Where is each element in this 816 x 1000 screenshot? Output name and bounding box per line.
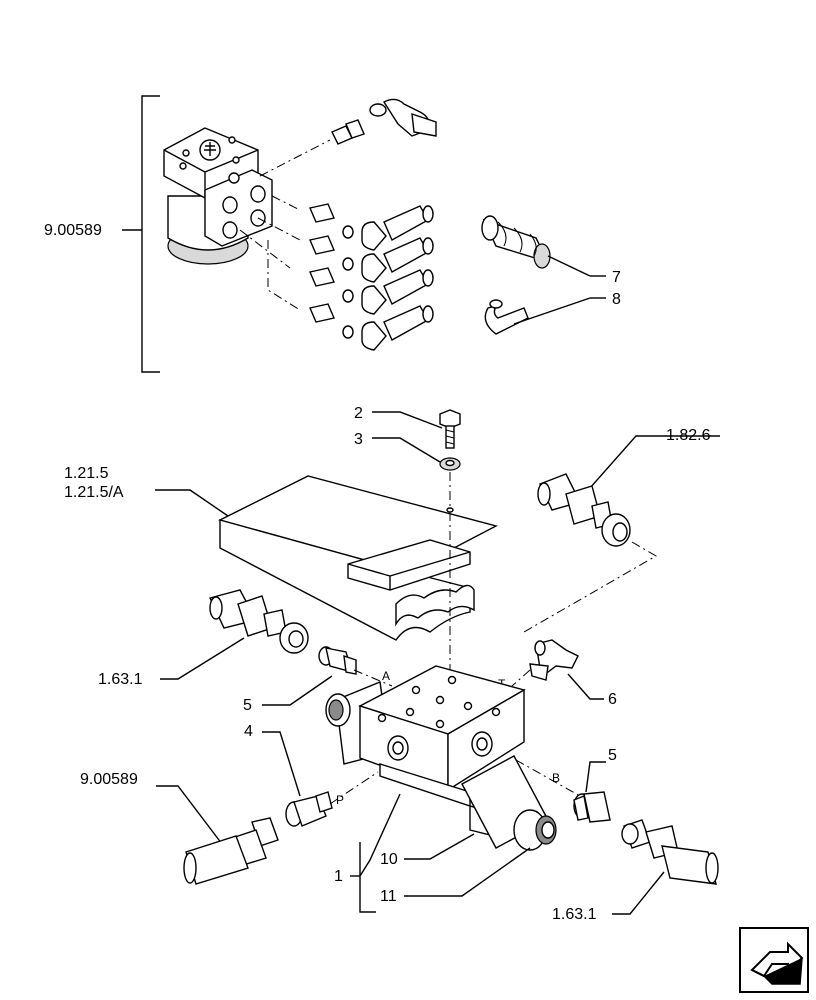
ref-7: 7	[612, 269, 621, 286]
port-p: P	[336, 793, 344, 807]
ref-1: 1	[334, 868, 343, 885]
ref-9-00589-bottom: 9.00589	[80, 771, 138, 788]
ref-5-left: 5	[243, 697, 252, 714]
hose-9-00589-bottom: 9.00589	[80, 771, 279, 885]
ref-9-00589-top: 9.00589	[44, 222, 102, 239]
ref-4: 4	[244, 723, 253, 740]
ref-1-63-1-right: 1.63.1	[552, 906, 597, 923]
ref-1-63-1-left: 1.63.1	[98, 671, 143, 688]
ref-1-82-6: 1.82.6	[666, 427, 711, 444]
ref-2: 2	[354, 405, 363, 422]
protective-sleeve	[481, 215, 551, 269]
fitting-4: 4 P	[244, 723, 379, 827]
hose-1-82-6: 1.82.6	[523, 427, 720, 633]
steering-valve	[163, 127, 273, 265]
ref-5-right: 5	[608, 747, 617, 764]
mounting-plate: 1.21.5 1.21.5/A	[64, 465, 498, 672]
steering-unit-group: 9.00589	[44, 95, 621, 373]
hose-1-63-1-left: 1.63.1	[98, 589, 309, 688]
directional-valve: B	[325, 665, 581, 851]
top-fitting	[331, 98, 437, 145]
ref-11: 11	[380, 888, 397, 905]
port-b: B	[552, 771, 560, 785]
ref-8: 8	[612, 291, 621, 308]
ref-6: 6	[608, 691, 617, 708]
ref-1-21-5-a: 1.21.5/A	[64, 484, 124, 501]
bolt-and-washer: 2 3	[354, 405, 461, 512]
hose-fittings-rows	[309, 203, 434, 351]
hose-1-63-1-right: 1.63.1	[552, 819, 719, 923]
hose-clamp	[484, 299, 529, 335]
next-page-arrow-icon[interactable]	[739, 927, 809, 993]
port-a: A	[382, 669, 390, 683]
ref-3: 3	[354, 431, 363, 448]
fitting-5-left: 5 A	[243, 646, 393, 714]
elbow-fitting-6: 6 T	[498, 639, 617, 708]
ref-1-21-5: 1.21.5	[64, 465, 109, 482]
valve-callouts: 1 10 11	[334, 793, 531, 913]
fitting-5-right: 5	[573, 747, 617, 823]
ref-10: 10	[380, 851, 398, 868]
